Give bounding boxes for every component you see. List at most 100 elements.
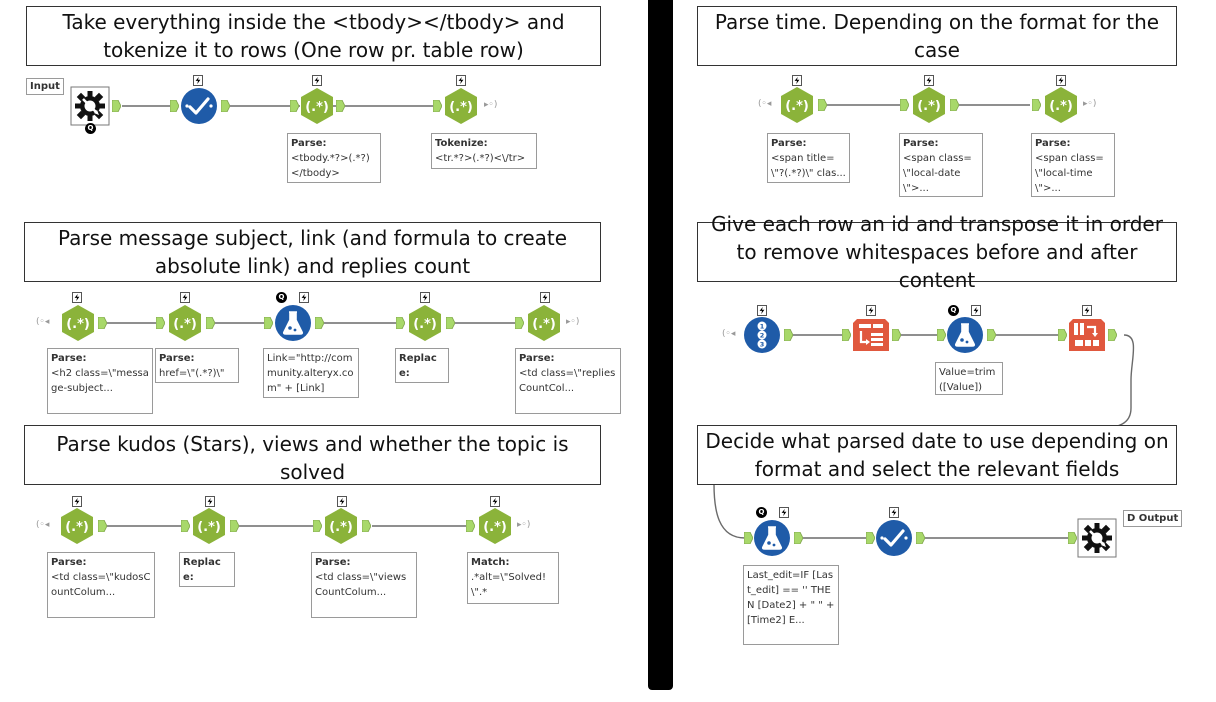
input-wave-icon: (◦◂ (722, 329, 736, 339)
input-wave-icon: (◦◂ (36, 520, 50, 530)
note-tokenize-tr: Tokenize:<tr.*?>(.*?)<\/tr> (431, 133, 537, 169)
input-anchor-icon[interactable] (156, 317, 165, 329)
lightning-icon (540, 292, 550, 303)
output-anchor-icon[interactable] (892, 329, 901, 341)
output-anchor-icon[interactable] (794, 532, 803, 544)
note-match-solved: Match:.*alt=\"Solved!\".* (467, 552, 559, 604)
input-anchor-icon[interactable] (1032, 99, 1041, 111)
input-anchor-icon[interactable] (1068, 532, 1077, 544)
select-tool-check-icon[interactable] (179, 86, 219, 126)
regex-tool-hexagon-icon[interactable] (909, 85, 949, 125)
regex-tool-hexagon-icon[interactable] (1041, 85, 1081, 125)
output-anchor-icon[interactable] (446, 317, 455, 329)
note-parse-kudos: Parse:<td class=\"kudosCountColum... (47, 552, 155, 618)
output-anchor-icon[interactable] (230, 520, 239, 532)
input-anchor-icon[interactable] (466, 520, 475, 532)
regex-tool-hexagon-icon[interactable] (321, 506, 361, 546)
input-wave-icon: (◦◂ (36, 317, 50, 327)
regex-tool-hexagon-icon[interactable] (441, 86, 481, 126)
regex-tool-hexagon-icon[interactable] (165, 303, 205, 343)
lightning-icon (456, 75, 466, 86)
input-tool-gear-icon[interactable] (70, 86, 110, 126)
output-label: D Output (1123, 510, 1183, 527)
lightning-icon (299, 292, 309, 303)
regex-tool-hexagon-icon[interactable] (58, 303, 98, 343)
lightning-icon (757, 305, 767, 316)
input-wave-icon: (◦◂ (758, 99, 772, 109)
note-parse-href: Parse:href=\"(.*?)\" (155, 348, 239, 383)
formula-tool-flask-icon[interactable] (752, 518, 792, 558)
output-anchor-icon[interactable] (336, 100, 345, 112)
lightning-icon (180, 292, 190, 303)
browse-q-icon: Q (756, 507, 767, 518)
input-anchor-icon[interactable] (515, 317, 524, 329)
lightning-icon (779, 507, 789, 518)
output-anchor-icon[interactable] (784, 329, 793, 341)
regex-tool-hexagon-icon[interactable] (475, 506, 515, 546)
header-kudos[interactable]: Parse kudos (Stars), views and whether t… (24, 425, 601, 485)
lightning-icon (1056, 75, 1066, 86)
output-anchor-icon[interactable] (221, 100, 230, 112)
note-parse-span-title: Parse:<span title=\"?(.*?)\" clas... (767, 133, 850, 183)
output-wave-icon: ▸◦) (517, 520, 531, 530)
browse-q-icon: Q (85, 123, 96, 134)
note-parse-local-time: Parse:<span class=\"local-time\">... (1031, 133, 1115, 197)
select-tool-check-icon[interactable] (874, 518, 914, 558)
header-transpose[interactable]: Give each row an id and transpose it in … (697, 212, 1177, 292)
output-anchor-icon[interactable] (98, 317, 107, 329)
output-anchor-icon[interactable] (818, 99, 827, 111)
output-anchor-icon[interactable] (362, 520, 371, 532)
header-subject[interactable]: Parse message subject, link (and formula… (24, 222, 601, 282)
note-parse-local-date: Parse:<span class=\"local-date\">... (899, 133, 983, 197)
lightning-icon (971, 305, 981, 316)
input-label: Input (26, 78, 64, 95)
lightning-icon (866, 305, 876, 316)
output-anchor-icon[interactable] (916, 532, 925, 544)
output-anchor-icon[interactable] (1108, 329, 1117, 341)
output-anchor-icon[interactable] (112, 100, 121, 112)
output-anchor-icon[interactable] (206, 317, 215, 329)
lightning-icon (889, 507, 899, 518)
header-time[interactable]: Parse time. Depending on the format for … (697, 6, 1177, 66)
regex-tool-hexagon-icon[interactable] (777, 85, 817, 125)
regex-tool-hexagon-icon[interactable] (405, 303, 445, 343)
formula-tool-flask-icon[interactable] (273, 303, 313, 343)
header-tokenize[interactable]: Take everything inside the <tbody></tbod… (26, 6, 601, 66)
note-parse-views: Parse:<td class=\"viewsCountColum... (311, 552, 417, 618)
lightning-icon (72, 292, 82, 303)
browse-q-icon: Q (948, 305, 959, 316)
output-anchor-icon[interactable] (98, 520, 107, 532)
note-replace-kudos: Replace:<[^>]*> (179, 552, 235, 587)
lightning-icon (924, 75, 934, 86)
regex-tool-hexagon-icon[interactable] (189, 506, 229, 546)
column-divider (648, 0, 673, 690)
input-anchor-icon[interactable] (264, 317, 273, 329)
record-id-tool-icon[interactable] (742, 315, 782, 355)
output-anchor-icon[interactable] (987, 329, 996, 341)
regex-tool-hexagon-icon[interactable] (524, 303, 564, 343)
formula-tool-flask-icon[interactable] (945, 315, 985, 355)
input-anchor-icon[interactable] (900, 99, 909, 111)
output-anchor-icon[interactable] (950, 99, 959, 111)
regex-tool-hexagon-icon[interactable] (57, 506, 97, 546)
browse-q-icon: Q (276, 292, 287, 303)
input-anchor-icon[interactable] (170, 100, 179, 112)
input-anchor-icon[interactable] (1058, 329, 1067, 341)
transpose-tool-icon[interactable] (851, 315, 891, 355)
regex-tool-hexagon-icon[interactable] (297, 86, 337, 126)
crosstab-tool-icon[interactable] (1067, 315, 1107, 355)
lightning-icon (312, 75, 322, 86)
note-formula-link: Link="http://community.alteryx.com" + [L… (263, 348, 359, 398)
lightning-icon (337, 496, 347, 507)
output-anchor-icon[interactable] (315, 317, 324, 329)
lightning-icon (205, 496, 215, 507)
input-anchor-icon[interactable] (396, 317, 405, 329)
lightning-icon (1082, 305, 1092, 316)
note-formula-trim: Value=trim ([Value]) (935, 362, 1003, 395)
output-tool-gear-icon[interactable] (1077, 518, 1117, 558)
note-formula-last-edit: Last_edit=IF [Last_edit] == '' THEN [Dat… (743, 565, 839, 645)
note-parse-replies: Parse:<td class=\"repliesCountCol... (515, 348, 621, 414)
header-decide[interactable]: Decide what parsed date to use depending… (697, 425, 1177, 485)
output-wave-icon: ▸◦) (1083, 99, 1097, 109)
input-anchor-icon[interactable] (842, 329, 851, 341)
